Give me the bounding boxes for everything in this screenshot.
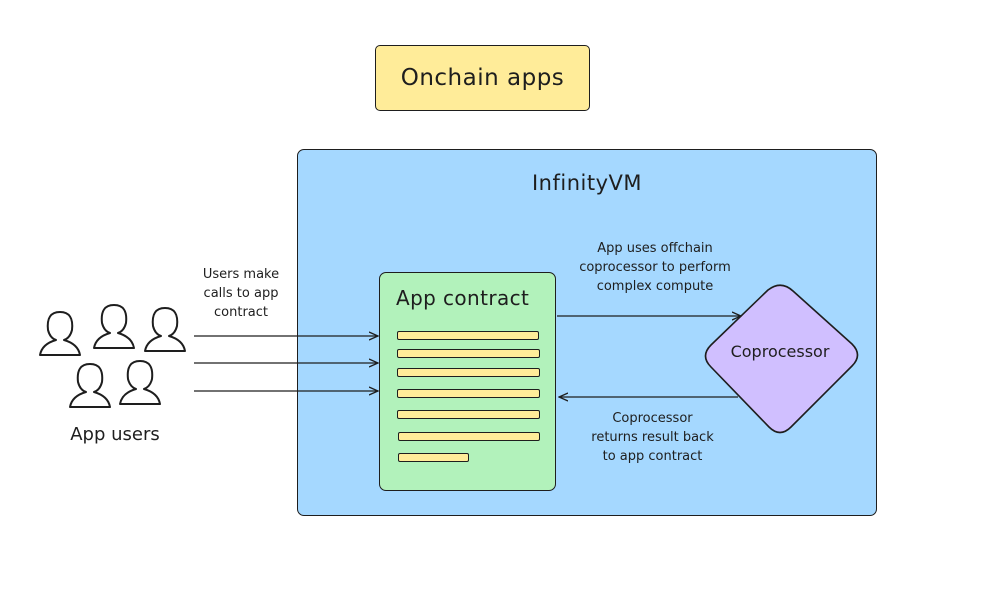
note-line: Coprocessor <box>612 411 693 426</box>
user-icon <box>93 304 135 349</box>
contract-code-line <box>397 368 540 377</box>
note-line: returns result back <box>591 430 714 445</box>
contract-code-line <box>397 389 540 398</box>
note-line: complex compute <box>596 279 714 294</box>
contract-code-line <box>398 432 540 441</box>
contract-code-line <box>397 331 539 340</box>
note-line: Users make <box>202 267 280 282</box>
contract-code-line <box>397 349 540 358</box>
note-line: coprocessor to perform <box>579 260 731 275</box>
app-users-label: App users <box>70 424 160 445</box>
returns-result-note: Coprocessor returns result back to app c… <box>565 409 740 466</box>
users-call-note: Users make calls to app contract <box>186 265 296 322</box>
offchain-compute-note: App uses offchain coprocessor to perform… <box>560 239 750 296</box>
app-contract-title: App contract <box>396 286 530 310</box>
user-icon <box>119 360 161 405</box>
note-line: contract <box>214 305 268 320</box>
user-icon <box>39 311 81 356</box>
contract-code-line <box>398 453 469 462</box>
coprocessor-node <box>704 284 859 434</box>
note-line: App uses offchain <box>597 241 713 256</box>
user-icon <box>69 363 111 408</box>
note-line: calls to app <box>203 286 279 301</box>
note-line: to app contract <box>602 449 703 464</box>
onchain-apps-box: Onchain apps <box>375 45 590 111</box>
contract-code-line <box>397 410 540 419</box>
infinityvm-title: InfinityVM <box>531 171 643 195</box>
onchain-apps-title: Onchain apps <box>400 65 565 91</box>
coprocessor-label: Coprocessor <box>730 342 830 361</box>
user-icon <box>144 307 186 352</box>
